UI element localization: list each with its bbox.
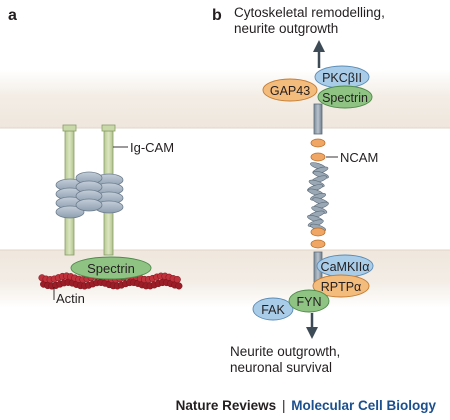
rptp-shape — [312, 274, 370, 298]
actin-bead — [173, 275, 181, 284]
panel-a-label: a — [8, 7, 17, 24]
ncam-upper-tm-domain — [313, 103, 323, 135]
actin-filament — [38, 272, 183, 290]
spectrin-a-label: Spectrin — [87, 261, 135, 276]
ig-cam-cap-right — [101, 124, 116, 132]
gap43-shape — [262, 78, 318, 102]
rptp-label: RPTPα — [321, 280, 362, 294]
ig-cam-cap-left — [62, 124, 77, 132]
journal-separator: | — [281, 398, 286, 413]
actin-bead — [175, 282, 183, 290]
fyn-shape — [288, 289, 330, 313]
top-outcome-line2: neurite outgrowth — [234, 21, 338, 36]
bottom-outcome-line2: neuronal survival — [230, 360, 332, 375]
down-arrow-icon — [306, 313, 318, 339]
camkii-label: CaMKIIα — [321, 260, 370, 274]
top-outcome-line1: Cytoskeletal remodelling, — [234, 5, 385, 20]
journal-subject: Molecular Cell Biology — [291, 398, 436, 413]
fak-label: FAK — [261, 303, 285, 317]
up-arrow-icon — [313, 40, 325, 68]
ig-domain-stack — [55, 171, 124, 219]
ig-cam-label: Ig-CAM — [130, 140, 174, 155]
fak-shape — [252, 297, 294, 321]
ncam-ig-coil — [307, 162, 329, 232]
ncam-fn-domains — [310, 138, 326, 162]
bottom-outcome-line1: Neurite outgrowth, — [230, 344, 340, 359]
journal-credit: Nature Reviews | Molecular Cell Biology — [0, 398, 436, 413]
spectrin-b-label: Spectrin — [322, 91, 368, 105]
journal-name: Nature Reviews — [175, 398, 277, 413]
upper-membrane — [0, 70, 450, 128]
spectrin-b-shape — [317, 85, 373, 109]
panel-b-label: b — [212, 7, 222, 24]
gap43-label: GAP43 — [270, 84, 310, 98]
pkc-label: PKCβII — [322, 71, 362, 85]
actin-label: Actin — [56, 291, 85, 306]
ncam-label: NCAM — [340, 150, 378, 165]
fyn-label: FYN — [297, 295, 322, 309]
spectrin-a-shape — [70, 256, 152, 280]
ncam-fn-domains-lower — [310, 227, 326, 249]
ig-cam-molecule — [55, 124, 128, 256]
